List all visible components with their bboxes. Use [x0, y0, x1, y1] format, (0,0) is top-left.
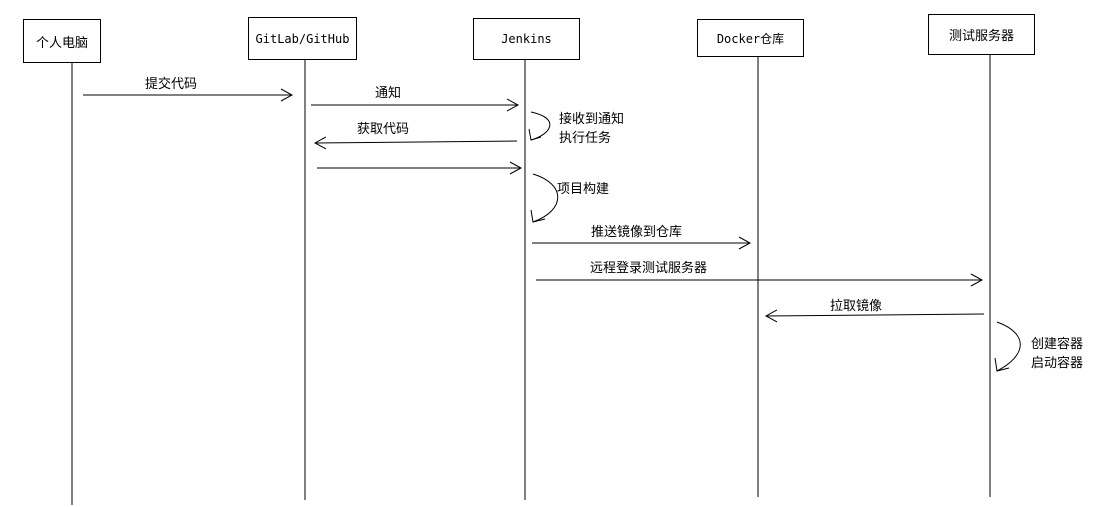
- message-label-push-image: 推送镜像到仓库: [591, 225, 683, 240]
- self-arrow-server-container-head: [994, 357, 1010, 372]
- self-note-receive-notify-line1: 接收到通知: [559, 112, 625, 127]
- actor-label: Docker仓库: [716, 31, 785, 46]
- actor-jenkins: Jenkins: [473, 18, 580, 60]
- actor-label: 个人电脑: [35, 35, 88, 51]
- message-arrow-fetch-code: [313, 136, 518, 150]
- self-note-container-line1: 创建容器: [1031, 337, 1084, 352]
- message-label-pull-image: 拉取镜像: [830, 299, 883, 314]
- self-note-build: 项目构建: [557, 182, 610, 197]
- actor-test-server: 测试服务器: [928, 14, 1035, 55]
- self-note-container-line2: 启动容器: [1031, 356, 1084, 371]
- self-arrow-jenkins-notify: [530, 111, 551, 141]
- message-label-notify: 通知: [375, 86, 402, 101]
- message-label-remote-login: 远程登录测试服务器: [590, 261, 708, 276]
- actor-label: 测试服务器: [948, 29, 1014, 44]
- self-arrow-jenkins-build: [532, 173, 559, 223]
- actor-personal-computer: 个人电脑: [23, 19, 101, 63]
- actor-docker-registry: Docker仓库: [697, 19, 804, 57]
- self-note-receive-notify-line2: 执行任务: [559, 131, 612, 146]
- self-arrow-jenkins-build-head: [530, 209, 546, 223]
- actor-label: GitLab/GitHub: [255, 31, 350, 46]
- message-label-fetch-code: 获取代码: [357, 122, 410, 137]
- self-arrow-server-container: [996, 321, 1021, 372]
- self-arrow-jenkins-notify-head: [528, 128, 542, 141]
- actor-gitlab-github: GitLab/GitHub: [248, 17, 357, 60]
- message-arrow-pull-image: [764, 309, 985, 323]
- actor-label: Jenkins: [501, 32, 552, 46]
- message-label-commit: 提交代码: [145, 77, 198, 92]
